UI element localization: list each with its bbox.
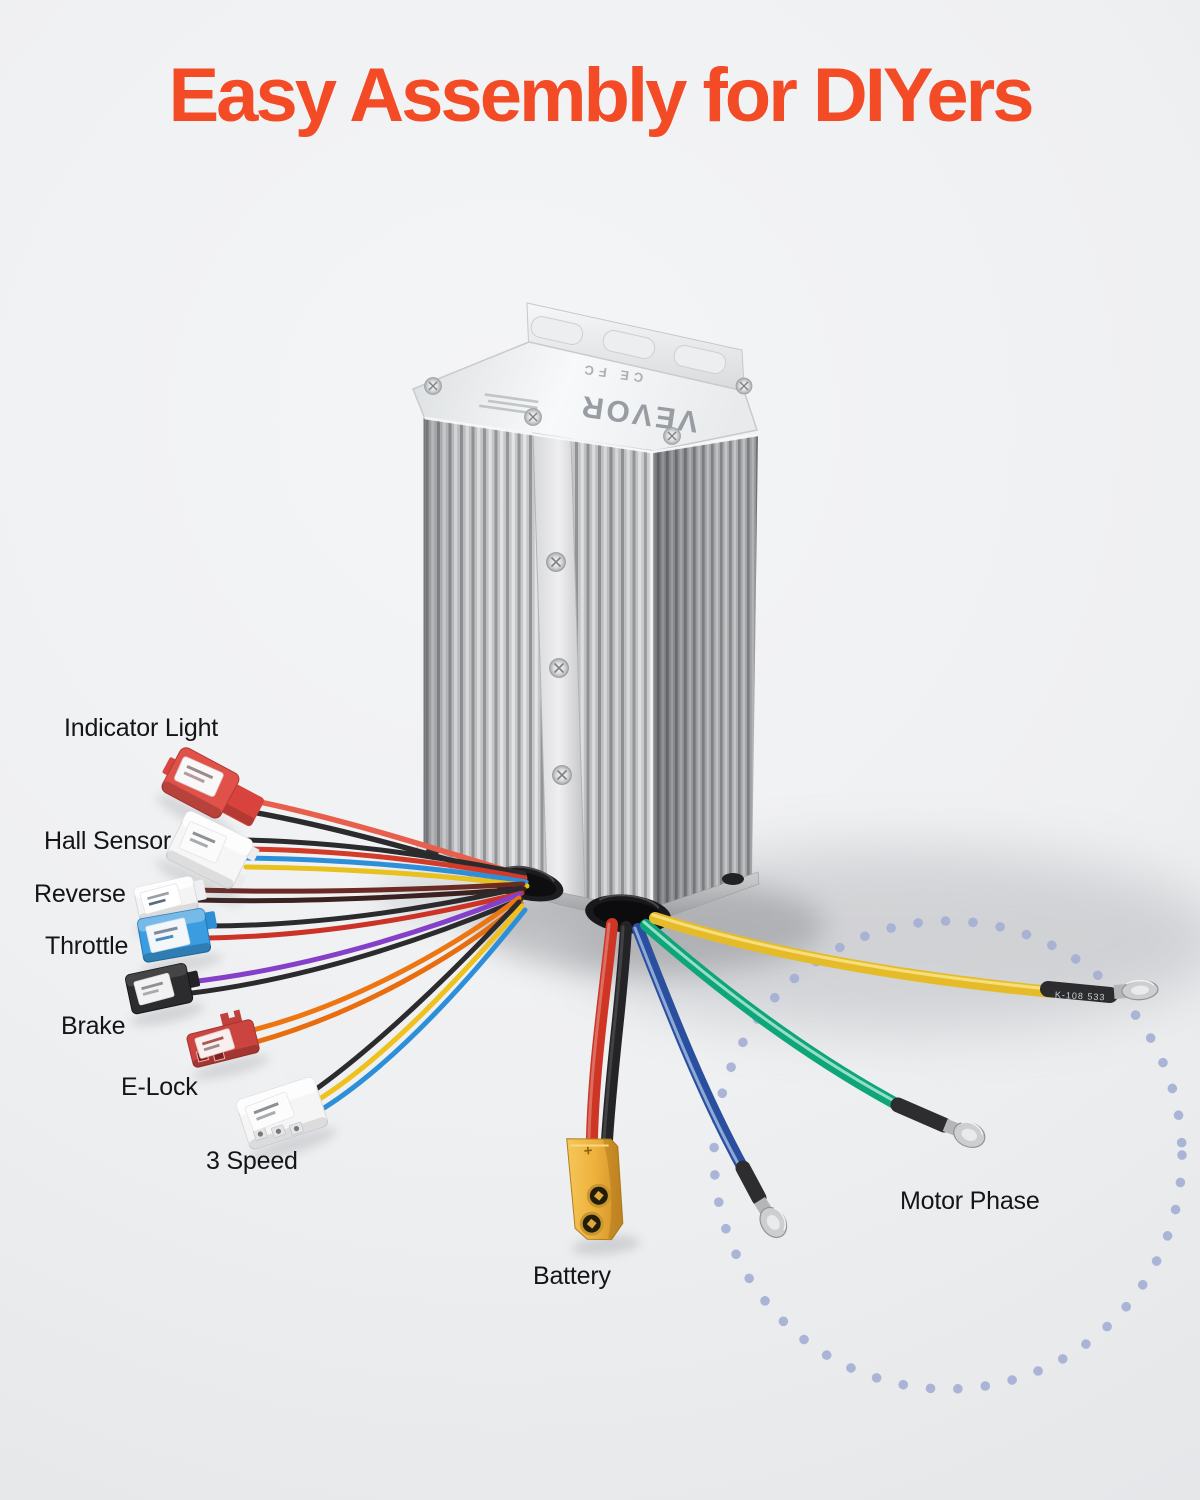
- wires-3-speed: [309, 899, 528, 1111]
- ring-terminal-blue: [754, 1196, 788, 1239]
- controller-box: VEVOR CE FC: [412, 302, 760, 934]
- connector-brake: [125, 963, 205, 1026]
- connector-e-lock: [186, 1009, 270, 1080]
- label-e-lock: E-Lock: [121, 1073, 198, 1101]
- connectors: [125, 747, 338, 1161]
- label-hall-sensor: Hall Sensor: [44, 827, 172, 855]
- connector-label-sticker: [133, 972, 175, 1006]
- bracket-slot: [602, 330, 656, 359]
- ring-terminal-green: [942, 1118, 986, 1148]
- dotted-circle: [709, 916, 1187, 1394]
- wires-battery: [586, 918, 632, 1146]
- connector-label-sticker: [145, 917, 191, 953]
- wires-brake: [187, 891, 524, 996]
- page-title: Easy Assembly for DIYers: [168, 53, 1034, 138]
- signal-wires: [187, 797, 530, 1111]
- label-reverse: Reverse: [34, 880, 126, 908]
- connector-label-sticker: [194, 1028, 235, 1059]
- heatsink-side: [652, 435, 758, 910]
- wires-e-lock: [250, 895, 524, 1045]
- label-brake: Brake: [61, 1012, 126, 1040]
- power-wires: K-108 533: [586, 912, 1118, 1206]
- connector-3-speed: [236, 1065, 338, 1161]
- connector-label-sticker: [174, 756, 224, 797]
- ring-terminals: [754, 979, 1159, 1239]
- wires-throttle: [203, 885, 525, 941]
- connector-label-sticker: [179, 821, 227, 864]
- heatshrink-yellow: [1040, 981, 1118, 1003]
- connector-label-sticker: [244, 1091, 295, 1132]
- connector-throttle: [137, 908, 223, 976]
- heatshrink-blue: [735, 1160, 767, 1206]
- wires-motor-phase: [632, 912, 1058, 1176]
- bracket-slot: [673, 345, 727, 374]
- label-throttle: Throttle: [45, 932, 129, 960]
- ring-terminal-yellow: [1113, 979, 1159, 1001]
- label-motor-phase: Motor Phase: [900, 1187, 1040, 1215]
- screws: [424, 377, 753, 785]
- label-3-speed: 3 Speed: [206, 1147, 298, 1175]
- heatshrink-green: [890, 1097, 952, 1133]
- connector-label-sticker: [139, 883, 183, 915]
- top-edge-highlight: [423, 416, 759, 454]
- label-indicator-light: Indicator Light: [64, 714, 219, 742]
- heatshrink-marking: K-108 533: [1055, 990, 1106, 1003]
- bracket-slot: [530, 316, 584, 345]
- label-battery: Battery: [533, 1262, 611, 1290]
- wires-hall-sensor: [243, 837, 530, 889]
- heatsink-front: [424, 418, 652, 910]
- foot: [722, 873, 744, 885]
- label-print-lines: [479, 393, 539, 416]
- battery-connector-xt60: +: [566, 1138, 640, 1255]
- polarity-marking: +: [583, 1142, 594, 1160]
